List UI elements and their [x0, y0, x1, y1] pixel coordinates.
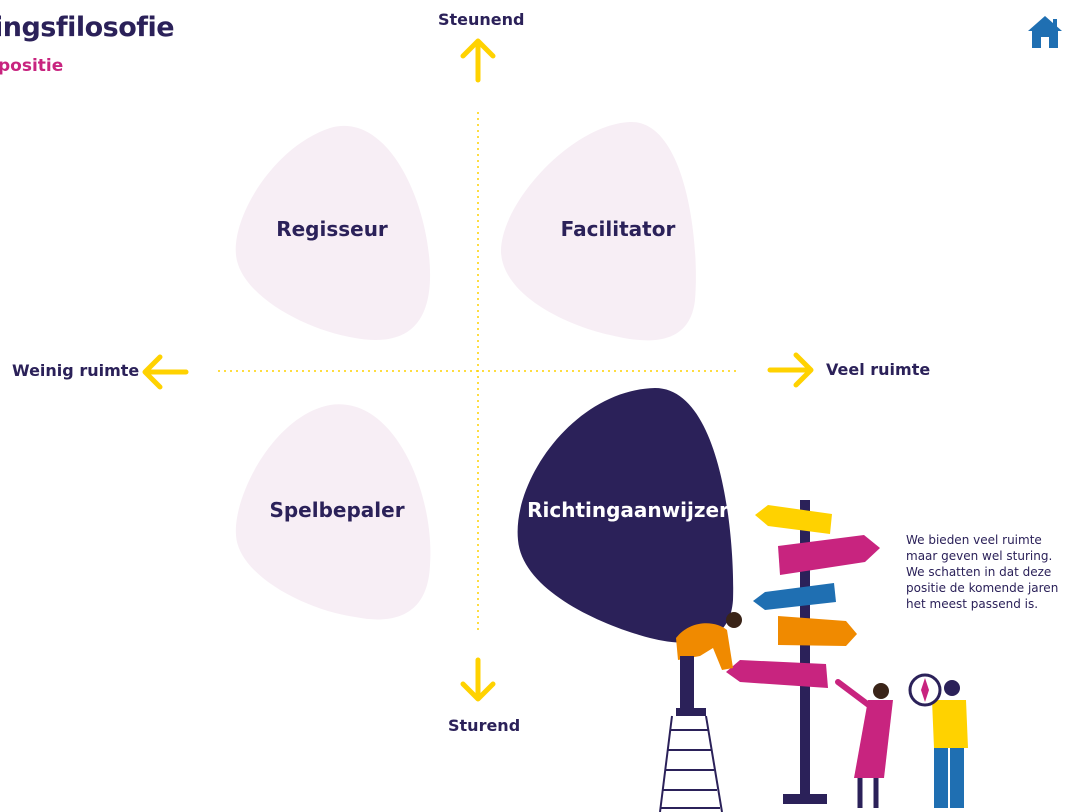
page-subtitle: positie: [0, 56, 64, 76]
spelbepaler-shape[interactable]: [235, 404, 431, 620]
description-line: We schatten in dat deze: [906, 565, 1052, 579]
facilitator-shape[interactable]: [500, 121, 696, 341]
page-title: ingsfilosofie: [0, 12, 175, 43]
quadrant-label-facilitator: Facilitator: [560, 217, 676, 241]
regisseur-shape[interactable]: [235, 125, 431, 340]
home-icon: [1028, 16, 1062, 48]
description-line: maar geven wel sturing.: [906, 549, 1053, 563]
person-woman: [835, 679, 893, 808]
ladder: [659, 715, 723, 812]
axis-label-sturend: Sturend: [448, 716, 521, 735]
arrow-down-icon: [460, 657, 496, 702]
quadrant-label-spelbepaler: Spelbepaler: [269, 498, 405, 522]
quadrant-label-regisseur: Regisseur: [276, 217, 388, 241]
sign-blue: [753, 583, 836, 610]
signpost-base: [783, 794, 827, 804]
richtingaanwijzer-shape[interactable]: [517, 388, 734, 643]
arrow-up-icon: [460, 38, 496, 83]
position-description: We bieden veel ruimte maar geven wel stu…: [906, 532, 1064, 612]
signpost-pole: [800, 500, 810, 798]
sign-magenta-bottom: [726, 660, 828, 688]
quadrant-label-richtingaanwijzer: Richtingaanwijzer: [527, 498, 729, 522]
axis-label-veel-ruimte: Veel ruimte: [826, 360, 931, 379]
arrow-right-icon: [767, 352, 814, 388]
description-line: positie de komende jaren: [906, 581, 1059, 595]
sign-orange: [778, 616, 857, 646]
description-line: We bieden veel ruimte: [906, 533, 1042, 547]
axis-label-steunend: Steunend: [438, 10, 525, 29]
sign-magenta-top: [778, 535, 880, 575]
axis-label-weinig-ruimte: Weinig ruimte: [12, 361, 140, 380]
home-button[interactable]: [1026, 14, 1064, 50]
person-on-ladder: [676, 612, 742, 716]
arrow-left-icon: [142, 354, 189, 390]
description-line: het meest passend is.: [906, 597, 1039, 611]
person-man-compass: [908, 673, 968, 808]
sign-yellow: [755, 505, 832, 534]
